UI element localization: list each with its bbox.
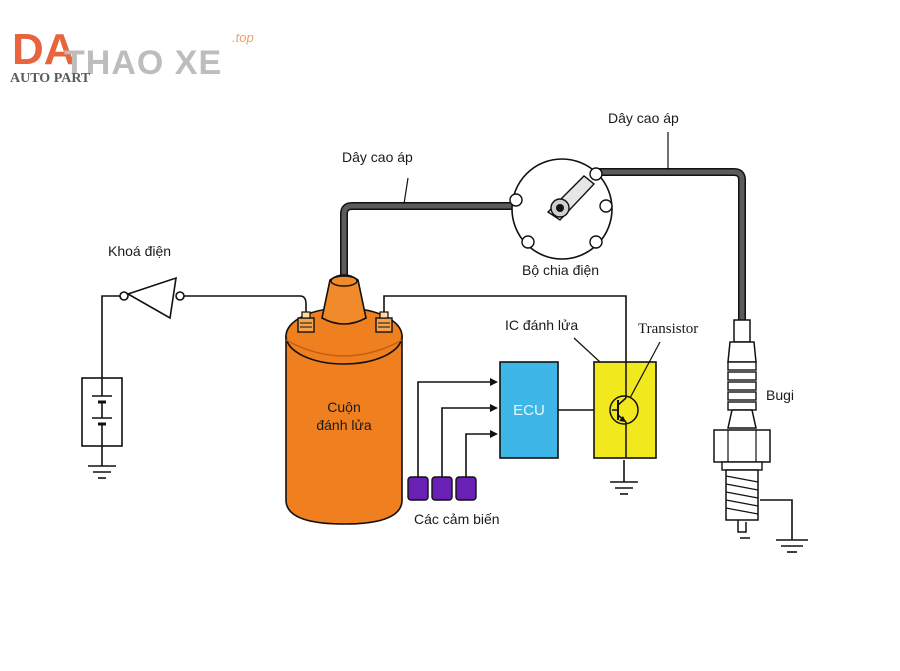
coil-label-line1: Cuộn [327,399,360,415]
sensors-label: Các cảm biến [414,511,500,527]
igniter-module [593,361,657,459]
distributor-cap-icon [509,158,613,260]
hv-wire-right-label: Dây cao áp [608,110,679,126]
logo-suffix: .top [232,30,254,45]
sensor-block [431,476,453,501]
distributor-label: Bộ chia điện [522,262,599,278]
switch-icon [119,276,185,320]
ground-icon [610,481,638,495]
transistor-icon [609,362,639,458]
sensor-block [455,476,477,501]
spark-plug-icon [713,319,771,539]
coil-terminal-positive [297,311,315,333]
logo-mark: DA [12,25,76,74]
ground-icon [88,465,116,479]
brand-logo: DA THAO XE .top AUTO PART [10,25,254,86]
ignition-switch-label: Khoá điện [108,243,171,259]
ecu-label: ECU [513,402,545,419]
logo-subtitle: AUTO PART [10,71,91,86]
ecu-module: ECU [499,361,559,459]
igniter-label: IC đánh lửa [505,317,578,333]
leader-lines [403,132,669,399]
transistor-label: Transistor [638,321,698,337]
sensor-group [407,476,477,501]
coil-label-line2: đánh lửa [316,417,372,433]
battery-icon [81,377,123,447]
ignition-coil: Cuộn đánh lửa [285,274,403,525]
high-voltage-wires [340,168,746,326]
sensor-block [407,476,429,501]
hv-wire-left-label: Dây cao áp [342,149,413,165]
coil-terminal-negative [375,311,393,333]
primary-wiring [101,295,793,540]
ground-icon [776,539,808,553]
spark-plug-label: Bugi [766,387,794,403]
logo-name: THAO XE [64,44,222,82]
